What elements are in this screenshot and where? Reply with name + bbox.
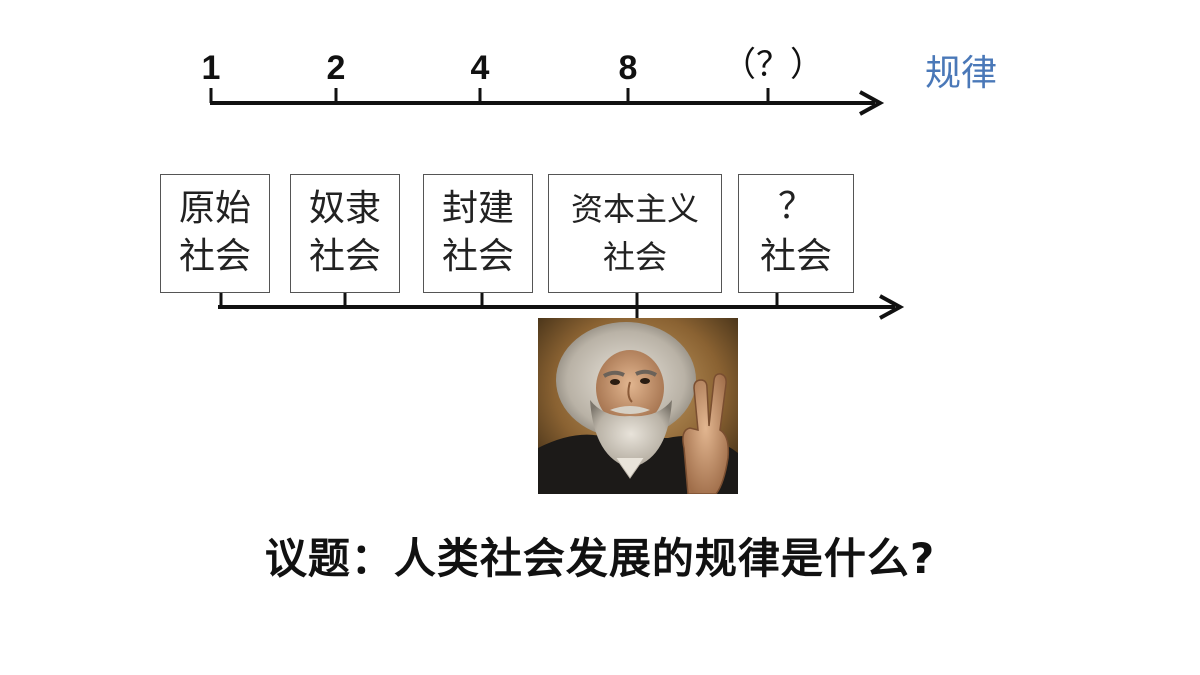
portrait-mustache — [610, 406, 650, 414]
stage-box-unknown: ？ 社会 — [738, 174, 854, 293]
topic-question: 议题：人类社会发展的规律是什么? — [264, 534, 936, 583]
stage-slave-line2: 社会 — [308, 236, 381, 277]
sequence-axis — [209, 88, 885, 116]
sequence-number-unknown: （？） — [722, 46, 824, 84]
stage-unknown-line1: ？ — [777, 186, 814, 227]
stage-capitalist-line1: 资本主义 — [570, 190, 699, 228]
sequence-number-4: 4 — [470, 49, 490, 87]
portrait-eye-left — [610, 379, 620, 385]
sequence-number-8: 8 — [618, 49, 638, 87]
law-label: 规律 — [925, 53, 998, 94]
portrait-collar — [615, 457, 645, 479]
stages-axis-arrowhead — [879, 294, 905, 320]
stage-capitalist-line2: 社会 — [602, 238, 667, 276]
sequence-axis-arrowhead — [859, 90, 885, 116]
stage-unknown-line2: 社会 — [759, 236, 832, 277]
portrait-hand — [682, 373, 730, 494]
stage-box-feudal: 封建 社会 — [423, 174, 533, 293]
sequence-number-1: 1 — [201, 49, 221, 87]
portrait-eye-right — [640, 378, 650, 384]
stage-feudal-line2: 社会 — [441, 236, 514, 277]
stage-primitive-line2: 社会 — [178, 236, 251, 277]
stage-feudal-line1: 封建 — [441, 188, 514, 229]
stage-primitive-line1: 原始 — [178, 188, 251, 229]
sequence-number-2: 2 — [326, 49, 346, 87]
stage-box-primitive: 原始 社会 — [160, 174, 270, 293]
stage-slave-line1: 奴隶 — [308, 188, 381, 229]
portrait-brows — [602, 369, 658, 378]
stage-box-slave: 奴隶 社会 — [290, 174, 400, 293]
portrait-beard — [590, 400, 672, 468]
portrait-face — [596, 350, 664, 426]
stages-axis — [218, 292, 905, 320]
marx-portrait — [538, 318, 738, 494]
portrait-nose — [627, 381, 633, 403]
stage-box-capitalist: 资本主义 社会 — [548, 174, 722, 293]
